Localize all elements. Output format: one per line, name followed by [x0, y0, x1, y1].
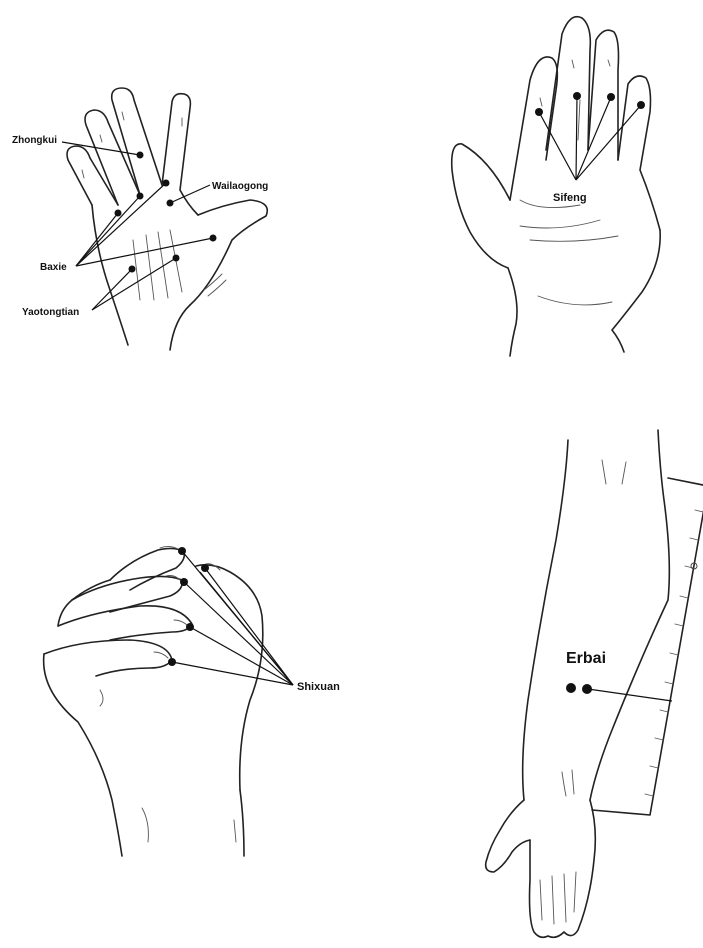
- sifeng-point: [607, 93, 615, 101]
- baxie-point: [210, 235, 217, 242]
- baxie-point: [115, 210, 122, 217]
- erbai-point: [566, 683, 576, 693]
- baxie-label: Baxie: [40, 262, 67, 273]
- forearm-points: [566, 683, 592, 694]
- yaotongtian-point: [129, 266, 136, 273]
- sifeng-point: [573, 92, 581, 100]
- yaotongtian-point: [173, 255, 180, 262]
- forearm-leaders: [588, 689, 672, 701]
- dorsal-hand-figure: [67, 88, 267, 350]
- sifeng-label: Sifeng: [553, 192, 587, 204]
- shixuan-point: [201, 564, 209, 572]
- wailaogong-point: [167, 200, 174, 207]
- zhongkui-point: [137, 152, 144, 159]
- shixuan-point: [178, 547, 186, 555]
- dorsal-hand-points: [115, 152, 217, 273]
- shixuan-label: Shixuan: [297, 681, 340, 693]
- shixuan-point: [180, 578, 188, 586]
- forearm-figure: [486, 430, 703, 937]
- baxie-point: [137, 193, 144, 200]
- palm-hand-leaders: [539, 96, 641, 180]
- dorsal-hand-leaders: [62, 142, 213, 310]
- baxie-point: [163, 180, 170, 187]
- zhongkui-label: Zhongkui: [12, 135, 57, 146]
- yaotongtian-label: Yaotongtian: [22, 307, 79, 318]
- sifeng-point: [535, 108, 543, 116]
- fist-hand-points: [168, 547, 209, 666]
- sifeng-point: [637, 101, 645, 109]
- palm-hand-figure: [452, 17, 660, 356]
- wailaogong-label: Wailaogong: [212, 181, 268, 192]
- shixuan-point: [168, 658, 176, 666]
- fist-hand-figure: [44, 546, 263, 856]
- fist-hand-leaders: [172, 551, 293, 685]
- erbai-label: Erbai: [566, 650, 606, 667]
- erbai-point: [582, 684, 592, 694]
- shixuan-point: [186, 623, 194, 631]
